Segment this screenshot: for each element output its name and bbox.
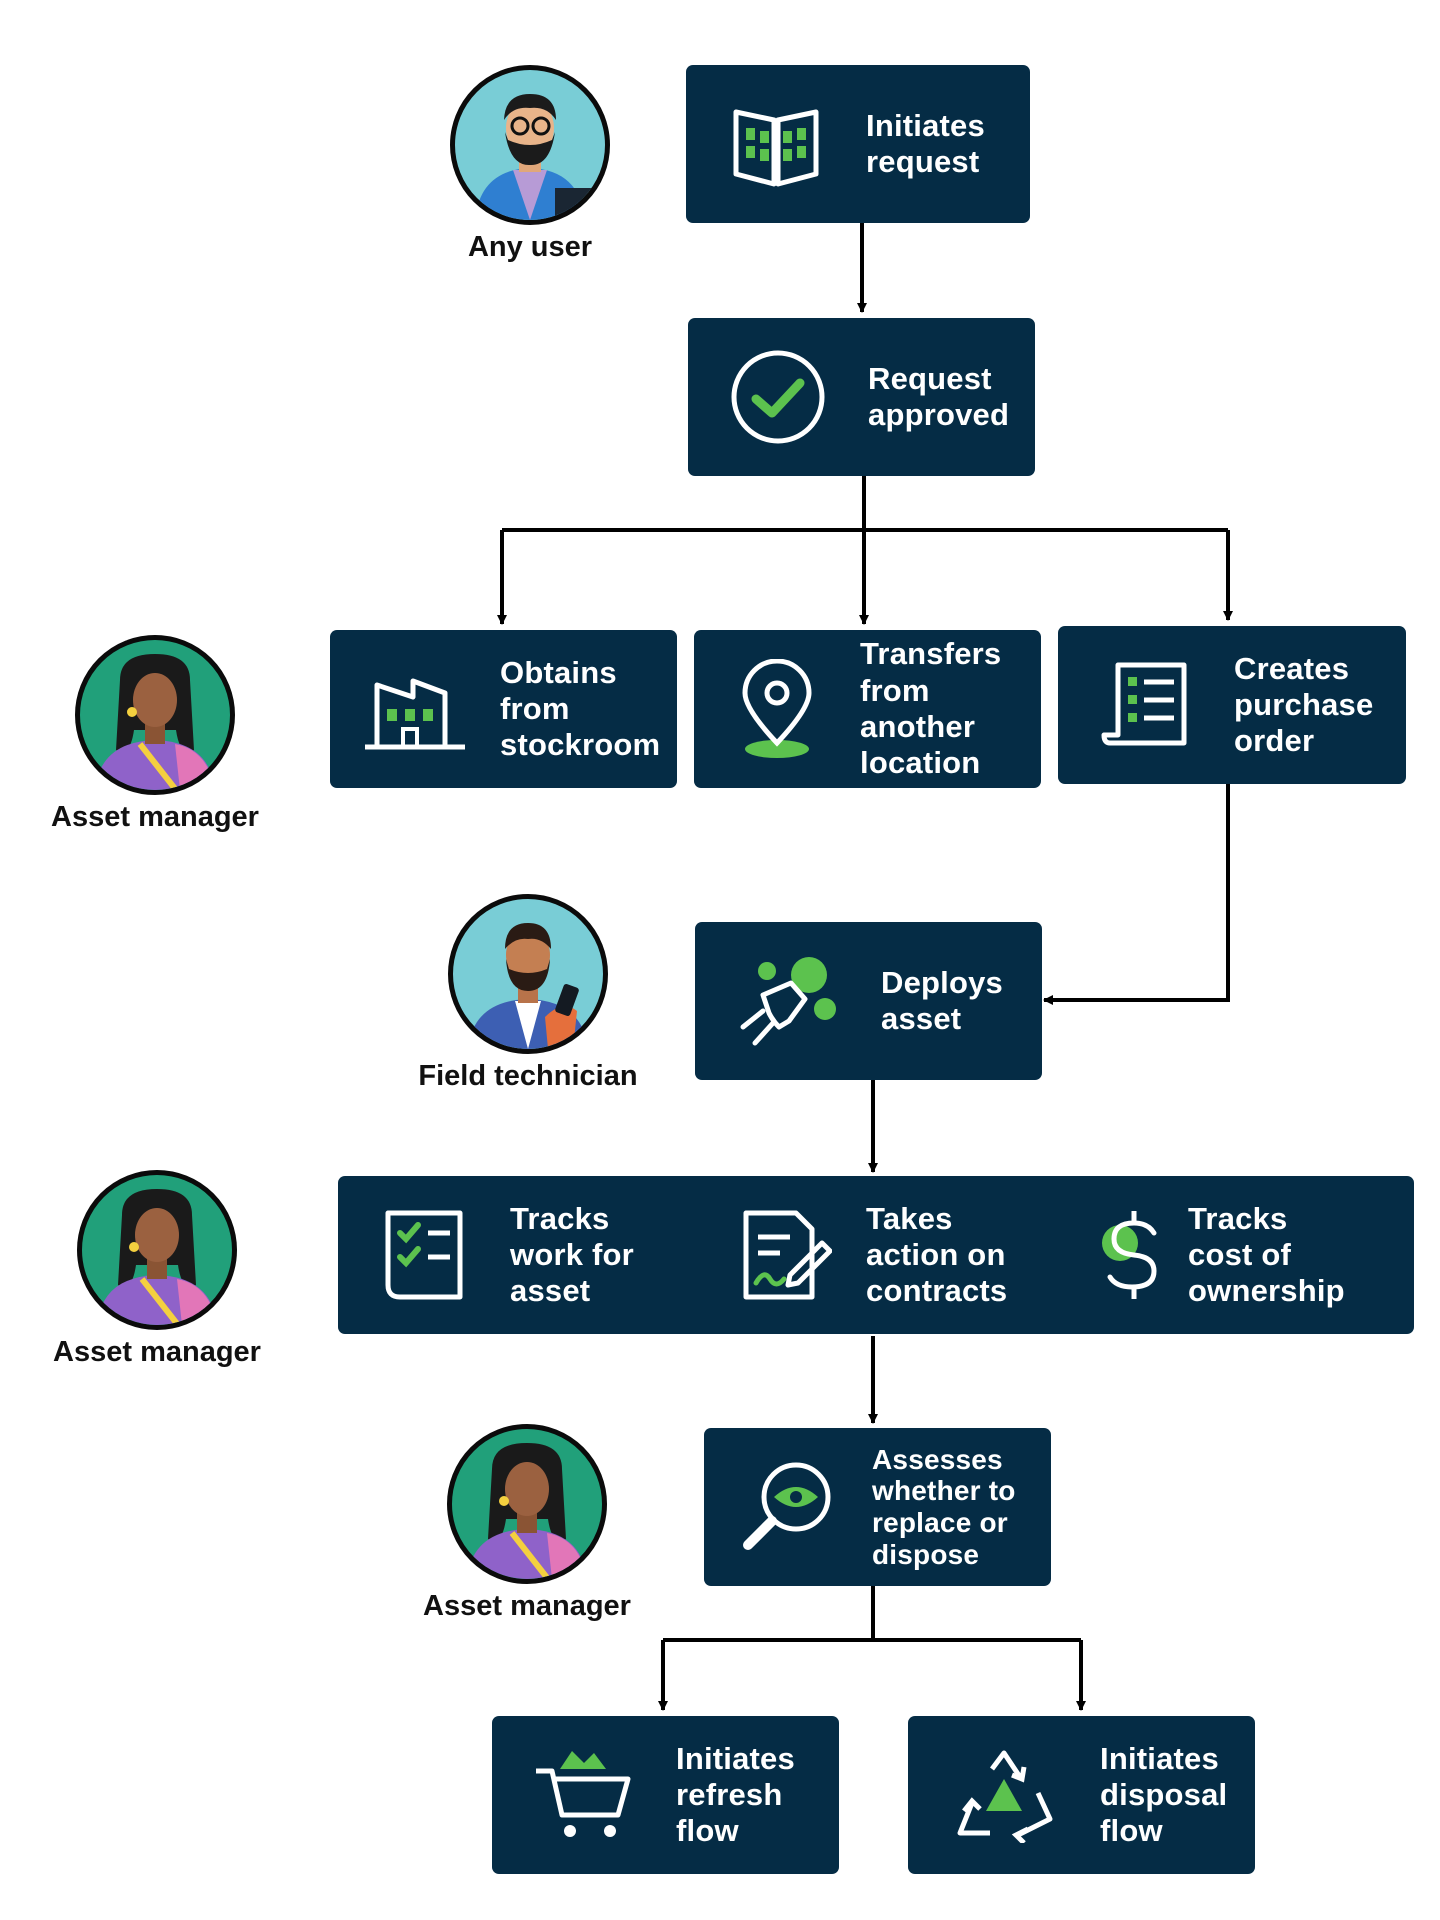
check-circle-icon bbox=[731, 350, 825, 444]
step-label: Deploys asset bbox=[881, 964, 1003, 1036]
location-pin-icon bbox=[742, 659, 812, 758]
checklist-icon bbox=[385, 1210, 463, 1300]
user-avatar bbox=[447, 1424, 607, 1584]
actor-label: Any user bbox=[467, 231, 593, 263]
actor-label: Asset manager bbox=[423, 1590, 631, 1622]
step-label: Request approved bbox=[868, 360, 1010, 432]
step-obtains-from-stockroom: Obtains from stockroom bbox=[330, 630, 677, 788]
actor-field-technician: Field technician bbox=[393, 894, 663, 1093]
step-label: Obtains from stockroom bbox=[500, 654, 661, 763]
step-label: Assesses whether to replace or dispose bbox=[872, 1443, 1016, 1570]
magnifier-eye-icon bbox=[743, 1462, 831, 1550]
step-label: Creates purchase order bbox=[1234, 650, 1374, 759]
asset-manager-avatar-icon bbox=[467, 1443, 587, 1579]
user-avatar bbox=[448, 894, 608, 1054]
step-assesses-replace-dispose: Assesses whether to replace or dispose bbox=[704, 1428, 1051, 1586]
step-label: Initiates disposal flow bbox=[1100, 1740, 1228, 1849]
receipt-icon bbox=[1101, 662, 1187, 746]
actor-label: Field technician bbox=[418, 1060, 638, 1092]
person-with-glasses-icon bbox=[475, 94, 595, 220]
actor-label: Asset manager bbox=[53, 1336, 261, 1368]
step-takes-action-contracts: Takes action on contracts bbox=[706, 1201, 1078, 1310]
step-creates-purchase-order: Creates purchase order bbox=[1058, 626, 1406, 784]
contract-sign-icon bbox=[743, 1210, 832, 1300]
step-label: Tracks work for asset bbox=[510, 1200, 634, 1309]
warehouse-icon bbox=[365, 678, 465, 750]
open-book-icon bbox=[733, 109, 819, 187]
step-request-approved: Request approved bbox=[688, 318, 1035, 476]
user-avatar bbox=[75, 635, 235, 795]
asset-manager-avatar-icon bbox=[97, 1189, 217, 1325]
plug-icon bbox=[740, 957, 836, 1046]
step-label: Initiates request bbox=[866, 107, 985, 179]
step-tracks-cost: Tracks cost of ownership bbox=[1078, 1201, 1414, 1310]
asset-manager-avatar-icon bbox=[95, 654, 215, 790]
step-tracks-work: Tracks work for asset bbox=[338, 1201, 706, 1310]
actor-label: Asset manager bbox=[51, 801, 259, 833]
step-transfers-from-location: Transfers from another location bbox=[694, 630, 1041, 788]
user-avatar bbox=[77, 1170, 237, 1330]
step-label: Tracks cost of ownership bbox=[1188, 1200, 1345, 1309]
step-group-asset-tracking: Tracks work for asset Takes action on co… bbox=[338, 1176, 1414, 1334]
actor-asset-manager-1: Asset manager bbox=[20, 635, 290, 834]
user-avatar bbox=[450, 65, 610, 225]
step-deploys-asset: Deploys asset bbox=[695, 922, 1042, 1080]
step-initiates-request: Initiates request bbox=[686, 65, 1030, 223]
arrow-purchase-order-to-deploy bbox=[1043, 784, 1230, 1005]
step-initiates-refresh: Initiates refresh flow bbox=[492, 1716, 839, 1874]
dollar-icon bbox=[1102, 1210, 1157, 1299]
actor-any-user: Any user bbox=[395, 65, 665, 264]
step-initiates-disposal: Initiates disposal flow bbox=[908, 1716, 1255, 1874]
actor-asset-manager-3: Asset manager bbox=[392, 1424, 662, 1623]
step-label: Takes action on contracts bbox=[866, 1200, 1008, 1309]
step-label: Initiates refresh flow bbox=[676, 1740, 795, 1849]
technician-with-phone-icon bbox=[468, 923, 588, 1049]
shopping-cart-icon bbox=[536, 1751, 631, 1837]
actor-asset-manager-2: Asset manager bbox=[22, 1170, 292, 1369]
recycle-icon bbox=[957, 1750, 1053, 1843]
step-label: Transfers from another location bbox=[860, 636, 1002, 781]
